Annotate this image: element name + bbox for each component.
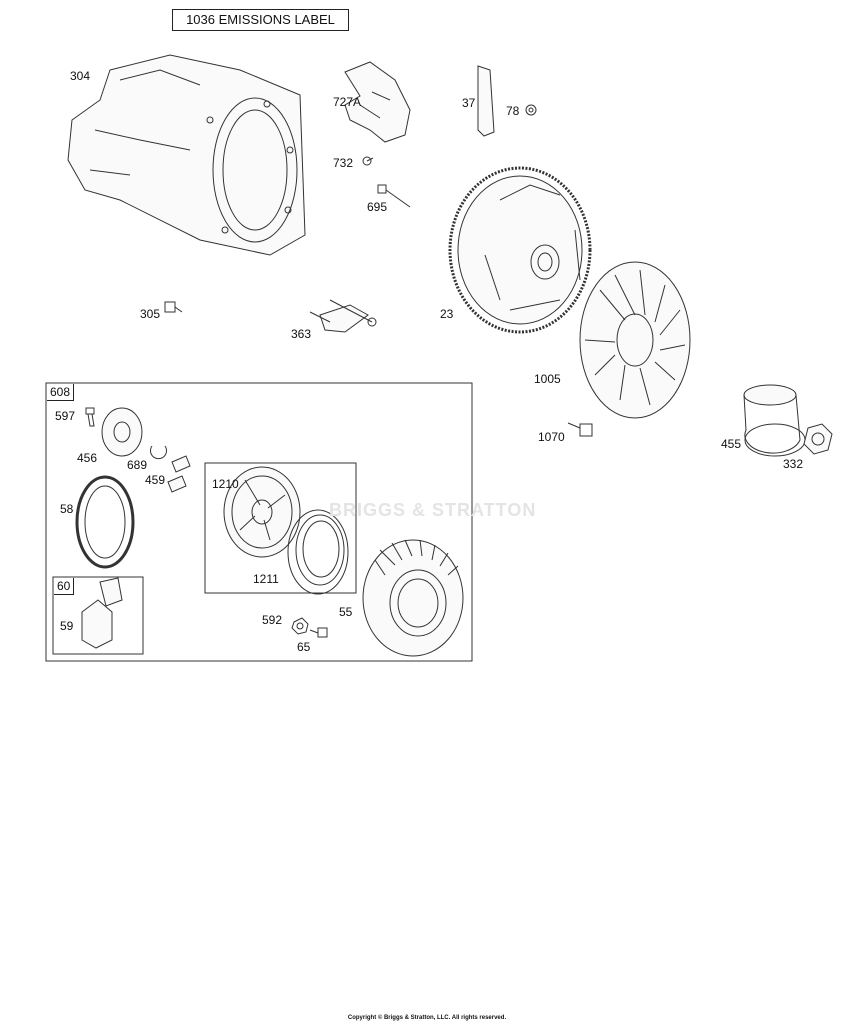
- screw-695-drawing: [377, 184, 411, 208]
- callout-455: 455: [721, 437, 742, 451]
- callout-23: 23: [440, 307, 454, 321]
- flywheel-drawing: [448, 166, 592, 334]
- callout-727A: 727A: [333, 95, 362, 109]
- callout-332: 332: [783, 457, 804, 471]
- pulley-box: [204, 462, 357, 594]
- bracket-drawing: [477, 65, 495, 137]
- cup-455-drawing: [743, 384, 806, 457]
- ratchet-456-drawing: [101, 407, 143, 457]
- pawl-459-drawing: [167, 455, 191, 493]
- callout-732: 732: [333, 156, 354, 170]
- bolt-732-drawing: [362, 156, 374, 166]
- callout-459: 459: [145, 473, 166, 487]
- callout-1210: 1210: [212, 477, 239, 491]
- emissions-label-title: 1036 EMISSIONS LABEL: [172, 9, 349, 31]
- callout-1005: 1005: [534, 372, 561, 386]
- callout-37: 37: [462, 96, 476, 110]
- callout-59: 59: [60, 619, 74, 633]
- handle-box: [52, 576, 144, 655]
- kit-box: [45, 382, 473, 662]
- fan-drawing: [579, 261, 691, 419]
- callout-689: 689: [127, 458, 148, 472]
- callout-592: 592: [262, 613, 283, 627]
- callout-78: 78: [506, 104, 520, 118]
- callout-65: 65: [297, 640, 311, 654]
- callout-363: 363: [291, 327, 312, 341]
- kit-tag-608: 608: [47, 384, 75, 401]
- nut-332-drawing: [803, 423, 833, 455]
- callout-1211: 1211: [253, 572, 279, 586]
- bolt-1070-drawing: [567, 422, 593, 437]
- pin-597-drawing: [85, 407, 95, 427]
- copyright-notice: Copyright © Briggs & Stratton, LLC. All …: [347, 1015, 507, 1021]
- bolt-305-drawing: [164, 301, 183, 313]
- callout-456: 456: [77, 451, 98, 465]
- spring-58-drawing: [75, 475, 135, 569]
- rope-1211-drawing: [287, 509, 349, 595]
- bolt-65-drawing: [309, 627, 328, 638]
- clip-689-drawing: [150, 445, 167, 460]
- guard-drawing: [344, 61, 411, 143]
- callout-597: 597: [55, 409, 76, 423]
- kit-tag-60: 60: [54, 578, 75, 595]
- handle-59-drawing: [81, 577, 123, 649]
- bracket-363-drawing: [309, 299, 377, 333]
- watermark: BRIGGS & STRATTON: [329, 500, 537, 520]
- nut-78-drawing: [525, 104, 537, 116]
- callout-695: 695: [367, 200, 388, 214]
- nut-592-drawing: [291, 617, 309, 635]
- blower-housing-drawing: [67, 54, 306, 256]
- callout-305: 305: [140, 307, 161, 321]
- callout-55: 55: [339, 605, 353, 619]
- callout-1070: 1070: [538, 430, 565, 444]
- callout-58: 58: [60, 502, 74, 516]
- housing-55-drawing: [362, 539, 464, 657]
- callout-304: 304: [70, 69, 91, 83]
- pulley-1210-drawing: [223, 466, 301, 558]
